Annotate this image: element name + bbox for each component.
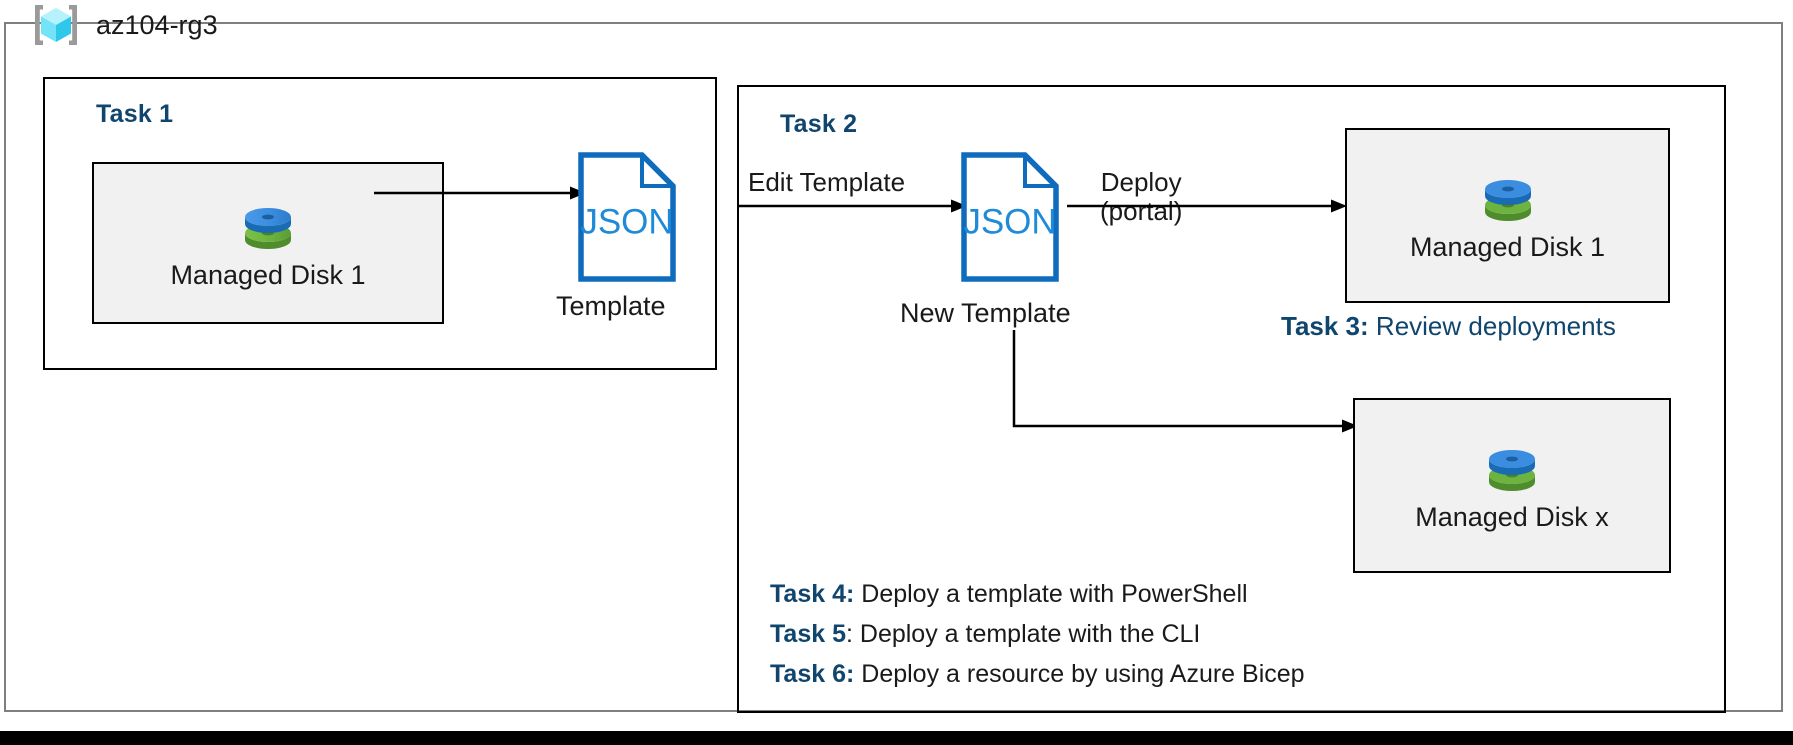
task-5-note: Task 5: Deploy a template with the CLI	[770, 622, 1200, 647]
resource-box-managed-disk-x: Managed Disk x	[1353, 398, 1671, 573]
task-3-key: Task 3:	[1281, 311, 1369, 341]
task-6-note: Task 6: Deploy a resource by using Azure…	[770, 662, 1305, 687]
task-6-key: Task 6:	[770, 660, 855, 688]
task-3-description: Review deployments	[1375, 311, 1616, 341]
task-5-key: Task 5	[770, 620, 846, 648]
resource-group-header: az104-rg3	[30, 2, 218, 48]
task-1-panel	[43, 77, 717, 370]
template-caption: Template	[556, 291, 666, 321]
resource-group-name: az104-rg3	[96, 9, 218, 40]
deploy-portal-arrow-label: Deploy (portal)	[1100, 167, 1183, 227]
resource-label: Managed Disk 1	[170, 259, 366, 290]
json-file-icon-template: JSON	[578, 152, 676, 282]
edit-template-arrow-label: Edit Template	[748, 167, 906, 197]
resource-label: Managed Disk 1	[1409, 232, 1606, 263]
arrow-disk-to-template	[374, 185, 589, 201]
json-file-icon-new-template: JSON	[961, 152, 1059, 282]
new-template-caption: New Template	[900, 298, 1071, 328]
managed-disk-icon	[237, 197, 299, 259]
resource-box-managed-disk-1-deployed: Managed Disk 1	[1345, 128, 1670, 303]
arrow-new-template-to-managed-disk-x	[1012, 330, 1367, 440]
task-4-key: Task 4:	[770, 580, 855, 608]
task-3-note: Task 3: Review deployments	[1281, 313, 1616, 339]
arrow-deploy-portal	[1067, 198, 1352, 214]
azure-resource-group-icon	[30, 2, 82, 48]
deploy-label-line-1: Deploy	[1100, 167, 1182, 197]
task-2-heading: Task 2	[780, 110, 858, 138]
managed-disk-icon	[1481, 439, 1543, 501]
task-5-description: Deploy a template with the CLI	[859, 620, 1201, 648]
task-4-description: Deploy a template with PowerShell	[861, 580, 1248, 608]
svg-text:JSON: JSON	[963, 202, 1056, 241]
task-4-note: Task 4: Deploy a template with PowerShel…	[770, 582, 1248, 607]
bottom-black-bar	[0, 731, 1793, 745]
deploy-label-line-2: (portal)	[1100, 196, 1183, 227]
task-1-heading: Task 1	[96, 100, 174, 128]
arrow-edit-template	[737, 198, 972, 214]
task-5-colon: :	[845, 620, 853, 648]
resource-box-managed-disk-1-source: Managed Disk 1	[92, 162, 444, 324]
resource-label: Managed Disk x	[1415, 502, 1609, 533]
task-2-panel	[737, 85, 1726, 713]
managed-disk-icon	[1477, 169, 1539, 231]
task-6-description: Deploy a resource by using Azure Bicep	[861, 660, 1305, 688]
svg-text:JSON: JSON	[580, 202, 673, 241]
